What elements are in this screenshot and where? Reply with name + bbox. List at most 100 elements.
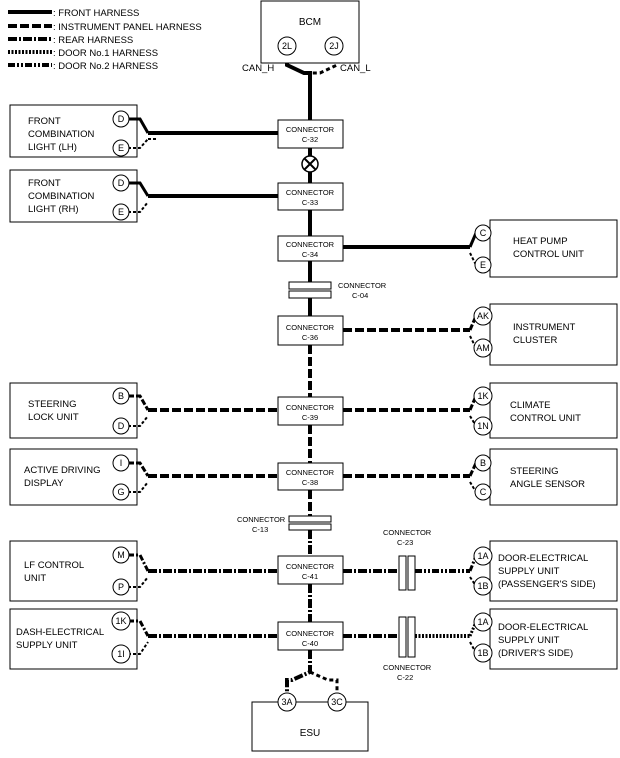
can-h-label: CAN_H xyxy=(242,63,274,74)
svg-text:STEERING: STEERING xyxy=(510,466,559,477)
svg-text:LOCK UNIT: LOCK UNIT xyxy=(28,412,79,423)
svg-text:INSTRUMENT: INSTRUMENT xyxy=(513,322,575,333)
svg-text:C-32: C-32 xyxy=(302,135,318,144)
svg-text:C: C xyxy=(480,228,487,238)
unit-heat-pump: HEAT PUMP CONTROL UNIT C E xyxy=(468,219,618,278)
svg-text:CONTROL UNIT: CONTROL UNIT xyxy=(510,413,581,424)
unit-door-supply-driver: DOOR-ELECTRICAL SUPPLY UNIT (DRIVER'S SI… xyxy=(468,608,618,670)
svg-text:C-38: C-38 xyxy=(302,478,318,487)
svg-text:AM: AM xyxy=(476,343,490,353)
esu-pin-3c: 3C xyxy=(331,697,343,707)
svg-text:CONNECTOR: CONNECTOR xyxy=(286,240,335,249)
svg-text:DASH-ELECTRICAL: DASH-ELECTRICAL xyxy=(16,627,104,638)
svg-text:C-04: C-04 xyxy=(352,291,368,300)
svg-text:COMBINATION: COMBINATION xyxy=(28,129,94,140)
connector-c32: CONNECTOR C-32 xyxy=(277,119,344,149)
svg-text:C: C xyxy=(480,487,487,497)
svg-text:E: E xyxy=(480,260,486,270)
svg-text:CONNECTOR: CONNECTOR xyxy=(338,281,387,290)
svg-text:1B: 1B xyxy=(477,648,488,658)
svg-text:C-23: C-23 xyxy=(397,538,413,547)
legend-rear: : REAR HARNESS xyxy=(53,35,133,46)
connector-c23: CONNECTOR C-23 xyxy=(383,528,432,591)
svg-text:1K: 1K xyxy=(477,391,488,401)
svg-text:1N: 1N xyxy=(477,421,489,431)
svg-text:SUPPLY UNIT: SUPPLY UNIT xyxy=(498,566,560,577)
svg-text:ACTIVE DRIVING: ACTIVE DRIVING xyxy=(24,465,101,476)
svg-text:AK: AK xyxy=(477,311,489,321)
connector-c39: CONNECTOR C-39 xyxy=(277,396,344,426)
can-l-label: CAN_L xyxy=(340,63,371,74)
svg-text:CONNECTOR: CONNECTOR xyxy=(286,629,335,638)
unit-front-lh: FRONT COMBINATION LIGHT (LH) D E xyxy=(9,104,150,158)
svg-text:LIGHT (RH): LIGHT (RH) xyxy=(28,204,79,215)
svg-text:B: B xyxy=(480,458,486,468)
legend-ip: : INSTRUMENT PANEL HARNESS xyxy=(53,22,202,33)
svg-text:D: D xyxy=(118,421,125,431)
svg-text:D: D xyxy=(118,178,125,188)
svg-text:M: M xyxy=(117,550,125,560)
connector-c13: CONNECTOR C-13 xyxy=(237,515,332,534)
svg-text:CONNECTOR: CONNECTOR xyxy=(237,515,286,524)
legend: : FRONT HARNESS : INSTRUMENT PANEL HARNE… xyxy=(8,8,202,72)
svg-text:CONNECTOR: CONNECTOR xyxy=(286,188,335,197)
unit-lf-control: LF CONTROL UNIT M P xyxy=(9,540,150,602)
svg-text:DOOR-ELECTRICAL: DOOR-ELECTRICAL xyxy=(498,553,588,564)
unit-door-supply-passenger: DOOR-ELECTRICAL SUPPLY UNIT (PASSENGER'S… xyxy=(468,540,618,602)
unit-climate-control: CLIMATE CONTROL UNIT 1K 1N xyxy=(468,382,618,439)
esu-pin-3a: 3A xyxy=(281,697,292,707)
svg-text:C-41: C-41 xyxy=(302,572,318,581)
svg-text:E: E xyxy=(118,143,124,153)
svg-text:CONNECTOR: CONNECTOR xyxy=(286,403,335,412)
legend-front: : FRONT HARNESS xyxy=(53,8,139,19)
svg-text:SUPPLY UNIT: SUPPLY UNIT xyxy=(16,640,78,651)
svg-text:FRONT: FRONT xyxy=(28,116,61,127)
unit-dash-electrical-supply: DASH-ELECTRICAL SUPPLY UNIT 1K 1I xyxy=(9,608,150,670)
unit-active-driving-display: ACTIVE DRIVING DISPLAY I G xyxy=(9,448,150,506)
svg-text:C-40: C-40 xyxy=(302,639,318,648)
bcm-label: BCM xyxy=(299,17,321,28)
svg-text:COMBINATION: COMBINATION xyxy=(28,191,94,202)
twisted-pair-icon xyxy=(301,155,319,173)
connector-c41: CONNECTOR C-41 xyxy=(277,555,344,585)
connector-c04: CONNECTOR C-04 xyxy=(288,281,387,300)
bcm-module: BCM 2L 2J CAN_H CAN_L xyxy=(242,0,371,74)
svg-text:1K: 1K xyxy=(115,616,126,626)
svg-text:B: B xyxy=(118,391,124,401)
unit-steering-angle-sensor: STEERING ANGLE SENSOR B C xyxy=(468,448,618,506)
svg-text:C-34: C-34 xyxy=(302,250,318,259)
svg-text:STEERING: STEERING xyxy=(28,399,77,410)
unit-front-rh: FRONT COMBINATION LIGHT (RH) D E xyxy=(9,169,150,223)
svg-text:D: D xyxy=(118,114,125,124)
svg-text:UNIT: UNIT xyxy=(24,573,46,584)
svg-text:FRONT: FRONT xyxy=(28,178,61,189)
legend-door1: : DOOR No.1 HARNESS xyxy=(53,48,158,59)
svg-text:HEAT PUMP: HEAT PUMP xyxy=(513,236,568,247)
svg-text:DISPLAY: DISPLAY xyxy=(24,478,64,489)
svg-text:1A: 1A xyxy=(477,551,488,561)
connector-c34: CONNECTOR C-34 xyxy=(277,235,344,262)
svg-text:CONTROL UNIT: CONTROL UNIT xyxy=(513,249,584,260)
branch-wires xyxy=(148,131,470,638)
svg-text:LIGHT (LH): LIGHT (LH) xyxy=(28,142,77,153)
svg-text:SUPPLY UNIT: SUPPLY UNIT xyxy=(498,635,560,646)
svg-text:1A: 1A xyxy=(477,617,488,627)
svg-text:CONNECTOR: CONNECTOR xyxy=(286,323,335,332)
connector-c40: CONNECTOR C-40 xyxy=(277,621,344,651)
connector-c38: CONNECTOR C-38 xyxy=(277,462,344,491)
svg-text:CLUSTER: CLUSTER xyxy=(513,335,557,346)
svg-text:1B: 1B xyxy=(477,581,488,591)
esu-module: ESU 3A 3C xyxy=(251,692,369,752)
svg-text:CONNECTOR: CONNECTOR xyxy=(286,468,335,477)
svg-text:C-33: C-33 xyxy=(302,198,318,207)
svg-text:ANGLE SENSOR: ANGLE SENSOR xyxy=(510,479,585,490)
connector-c22: CONNECTOR C-22 xyxy=(383,616,432,682)
svg-text:P: P xyxy=(118,582,124,592)
bcm-pin-l: 2J xyxy=(329,41,339,51)
connector-c33: CONNECTOR C-33 xyxy=(277,182,344,211)
svg-text:CLIMATE: CLIMATE xyxy=(510,400,550,411)
svg-text:I: I xyxy=(120,458,123,468)
legend-door2: : DOOR No.2 HARNESS xyxy=(53,61,158,72)
